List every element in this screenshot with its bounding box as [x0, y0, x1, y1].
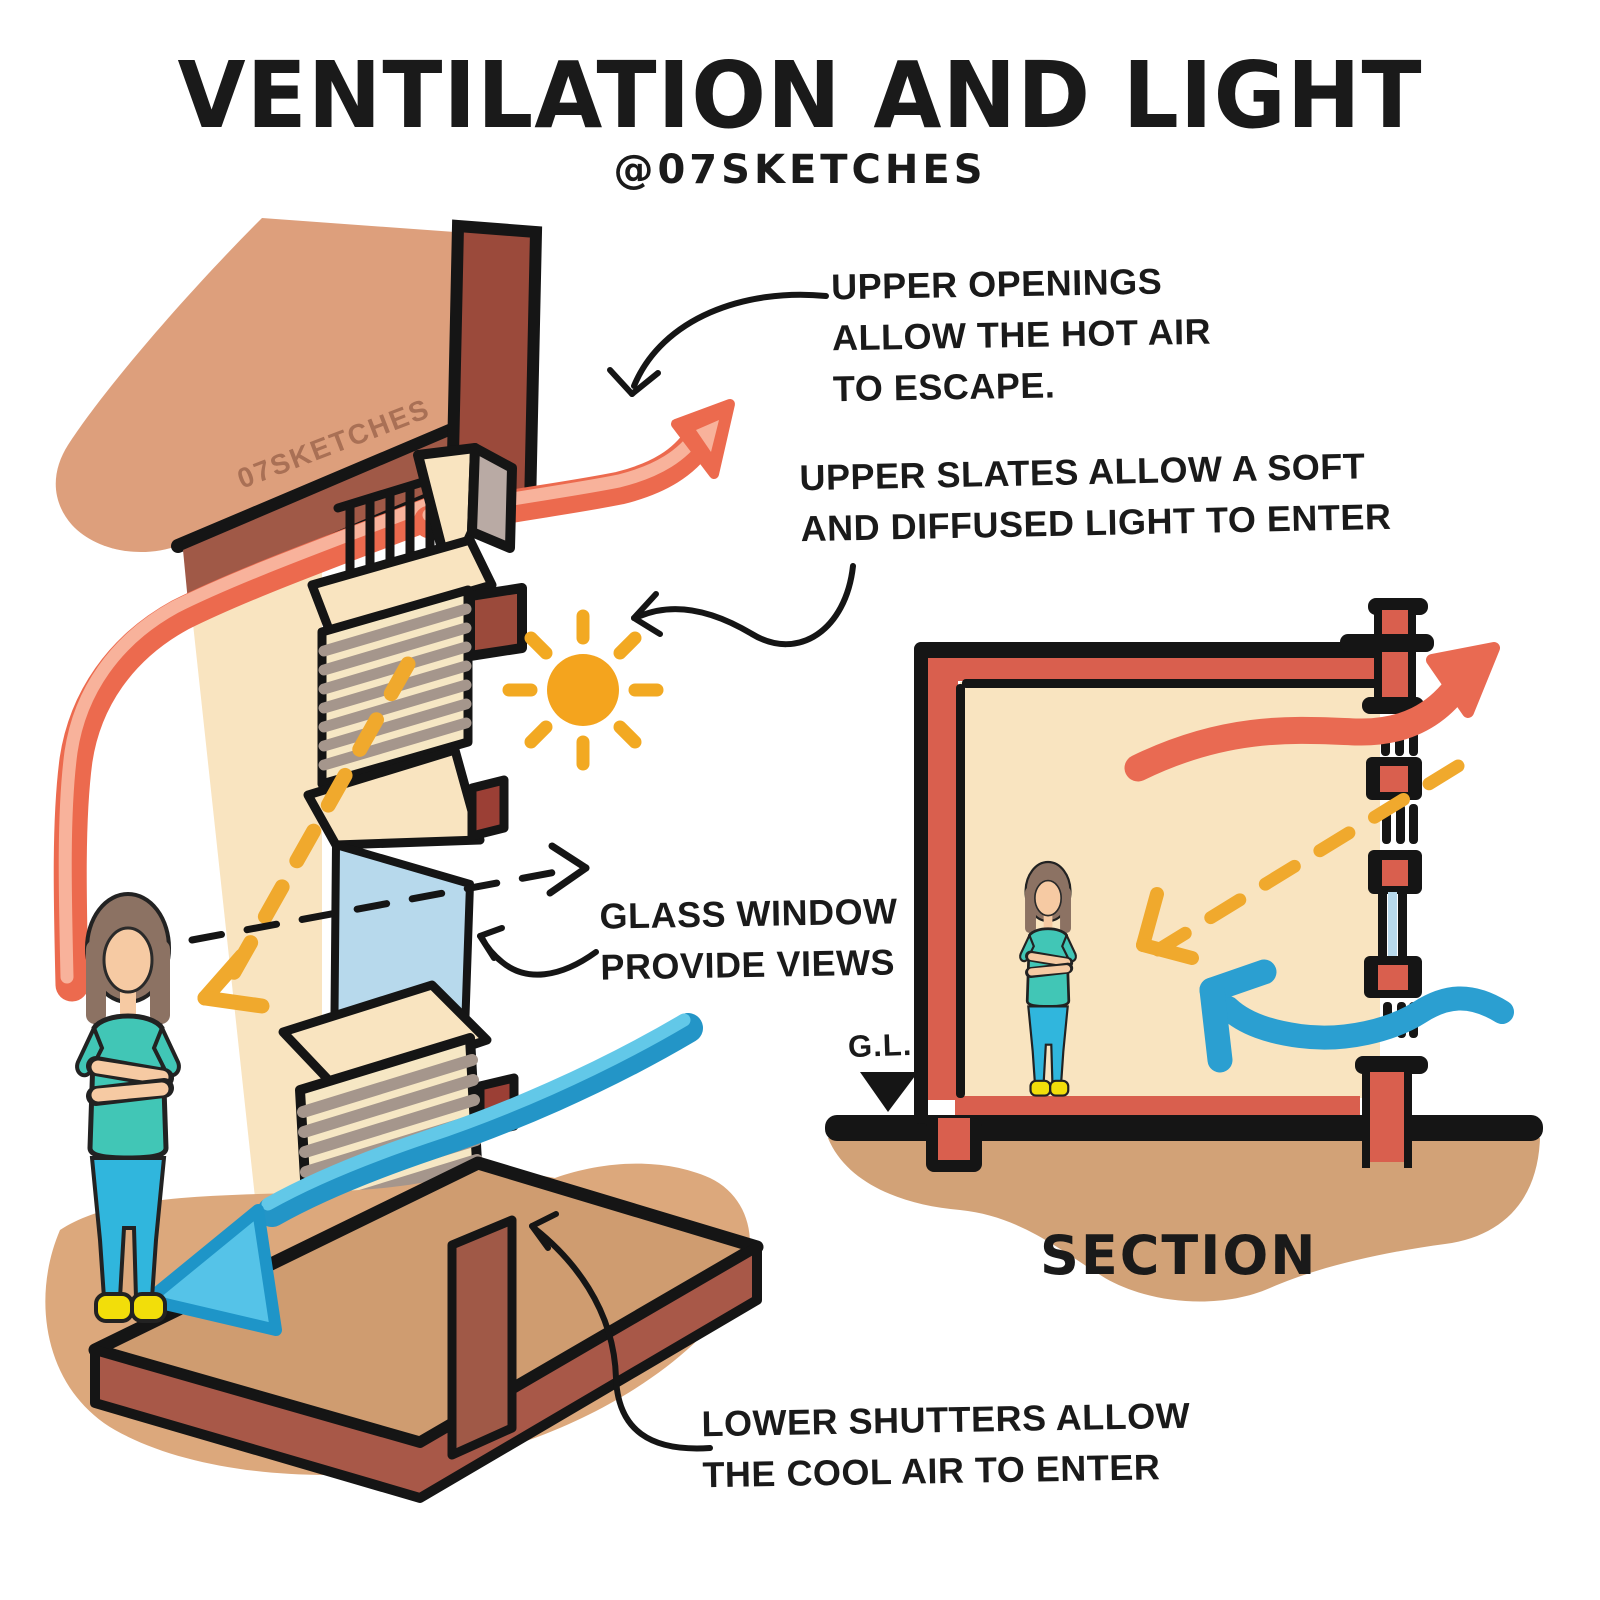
section-drawing [825, 598, 1543, 1302]
mid-end-block [467, 775, 509, 841]
hot-air-band-left [53, 488, 469, 1002]
wall-plane [182, 478, 322, 1244]
isometric-wall-detail [45, 218, 856, 1503]
section-top-wall [926, 658, 1382, 681]
mid-sill-board [303, 745, 485, 850]
floor-slab-edge [90, 1242, 762, 1503]
shutter-cap-board [278, 980, 492, 1095]
upper-cap-board [307, 535, 497, 637]
annotation-upper-slats: UPPER SLATES ALLOW A SOFT AND DIFFUSED L… [799, 445, 1392, 550]
roof-fascia [183, 435, 452, 602]
section-label: SECTION [1040, 1224, 1318, 1287]
page-title: VENTILATION AND LIGHT [177, 41, 1423, 150]
annotation-glass-window: GLASS WINDOW PROVIDE VIEWS [599, 890, 898, 988]
section-hot-air-arrow [1124, 642, 1500, 782]
sun-icon [502, 609, 664, 771]
section-cool-air-arrow [1199, 959, 1514, 1073]
section-floor-red [955, 1096, 1360, 1118]
wall-below-post [447, 1215, 517, 1460]
leader-arrows [477, 291, 856, 1452]
annotation-upper-openings: UPPER OPENINGS ALLOW THE HOT AIR TO ESCA… [830, 260, 1212, 410]
upper-end-block [465, 583, 527, 661]
section-light-ray [1136, 759, 1465, 965]
section-left-wall [928, 658, 958, 1100]
view-sight-dashed-arrow [188, 842, 590, 944]
light-ray-dashed-arrow [197, 656, 416, 1014]
author-handle: @07SKETCHES [613, 147, 987, 193]
section-ground-blob [828, 1138, 1540, 1302]
annotation-lower-shutters: LOWER SHUTTERS ALLOW THE COOL AIR TO ENT… [701, 1394, 1191, 1496]
section-glass [1388, 892, 1397, 960]
cool-air-arrow [142, 1013, 703, 1336]
ground-level-label: G.L. [847, 1026, 913, 1065]
ground-level-marker [860, 1072, 918, 1112]
